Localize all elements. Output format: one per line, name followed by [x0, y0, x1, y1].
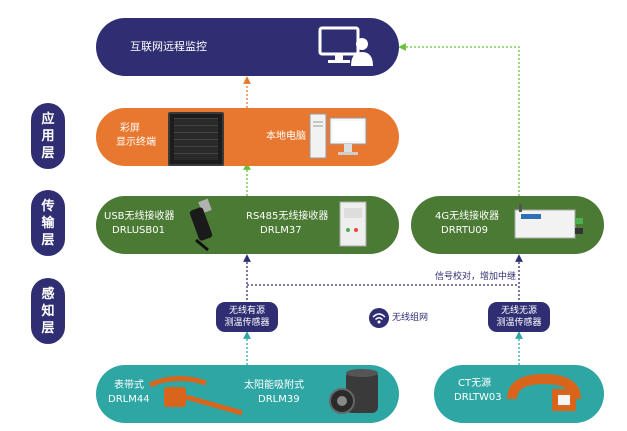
- layer-char: 输: [41, 215, 55, 231]
- ct-sensor-image: [507, 373, 581, 411]
- 4g-receiver-box: 4G无线接收器 DRRTU09: [411, 196, 604, 254]
- layer-char: 层: [41, 320, 55, 336]
- layer-char: 层: [41, 145, 55, 161]
- layer-label-perception: 感 知 层: [31, 278, 65, 344]
- wifi-label: 无线组网: [392, 313, 429, 323]
- remote-monitor-label: 互联网远程监控: [130, 40, 207, 53]
- rs485-receiver-label-1: RS485无线接收器: [246, 211, 329, 222]
- solar-sensor-image: [329, 369, 378, 414]
- ct-sensor-label-1: CT无源: [458, 378, 492, 389]
- display-terminal-label-2: 显示终端: [116, 137, 156, 148]
- usb-receiver-label-1: USB无线接收器: [104, 211, 175, 222]
- rs485-receiver-image: [339, 201, 367, 247]
- layer-char: 感: [41, 286, 55, 302]
- usb-receiver-label-2: DRLUSB01: [112, 225, 165, 236]
- application-layer-box: 彩屏 显示终端 本地电脑: [96, 108, 399, 166]
- wireless-active-sensor-pill: 无线有源 测温传感器: [216, 302, 278, 332]
- wireless-passive-line2: 测温传感器: [496, 318, 542, 328]
- layer-char: 知: [41, 303, 55, 319]
- local-pc-label: 本地电脑: [266, 131, 306, 142]
- wireless-active-line2: 测温传感器: [224, 318, 270, 328]
- layer-char: 用: [41, 128, 55, 144]
- 4g-receiver-label-2: DRRTU09: [441, 225, 489, 236]
- remote-monitor-box: 互联网远程监控: [96, 18, 399, 76]
- perception-layer-box: 表带式 DRLM44 太阳能吸附式 DRLM39: [96, 365, 399, 423]
- wifi-icon: [369, 308, 389, 328]
- layer-label-transmission: 传 输 层: [31, 190, 65, 256]
- strap-sensor-label-1: 表带式: [114, 380, 144, 391]
- layer-label-application: 应 用 层: [31, 103, 65, 169]
- display-terminal-image: [168, 112, 224, 166]
- 4g-receiver-label-1: 4G无线接收器: [435, 211, 500, 222]
- layer-char: 层: [41, 232, 55, 248]
- layer-char: 应: [41, 111, 55, 127]
- computer-user-icon: [318, 26, 373, 66]
- rs485-receiver-label-2: DRLM37: [260, 225, 302, 236]
- usb-receiver-image: [189, 198, 213, 252]
- wireless-passive-sensor-pill: 无线无源 测温传感器: [488, 302, 550, 332]
- desktop-computer-icon: [309, 113, 367, 159]
- layer-char: 传: [41, 198, 55, 214]
- strap-sensor-image: [148, 376, 243, 416]
- wireless-active-line1: 无线有源: [228, 306, 265, 316]
- strap-sensor-label-2: DRLM44: [108, 394, 150, 405]
- 4g-receiver-image: [514, 204, 583, 239]
- arrow-4g-to-remote: [398, 43, 520, 196]
- ct-sensor-box: CT无源 DRLTW03: [434, 365, 604, 423]
- solar-sensor-label-2: DRLM39: [258, 394, 300, 405]
- ct-sensor-label-2: DRLTW03: [454, 392, 502, 403]
- wireless-passive-line1: 无线无源: [500, 306, 537, 316]
- solar-sensor-label-1: 太阳能吸附式: [244, 380, 304, 391]
- relay-note: 信号校对，增加中继: [435, 272, 517, 282]
- transmission-layer-box: USB无线接收器 DRLUSB01 RS485无线接收器 DRLM37: [96, 196, 399, 254]
- display-terminal-label-1: 彩屏: [120, 123, 140, 134]
